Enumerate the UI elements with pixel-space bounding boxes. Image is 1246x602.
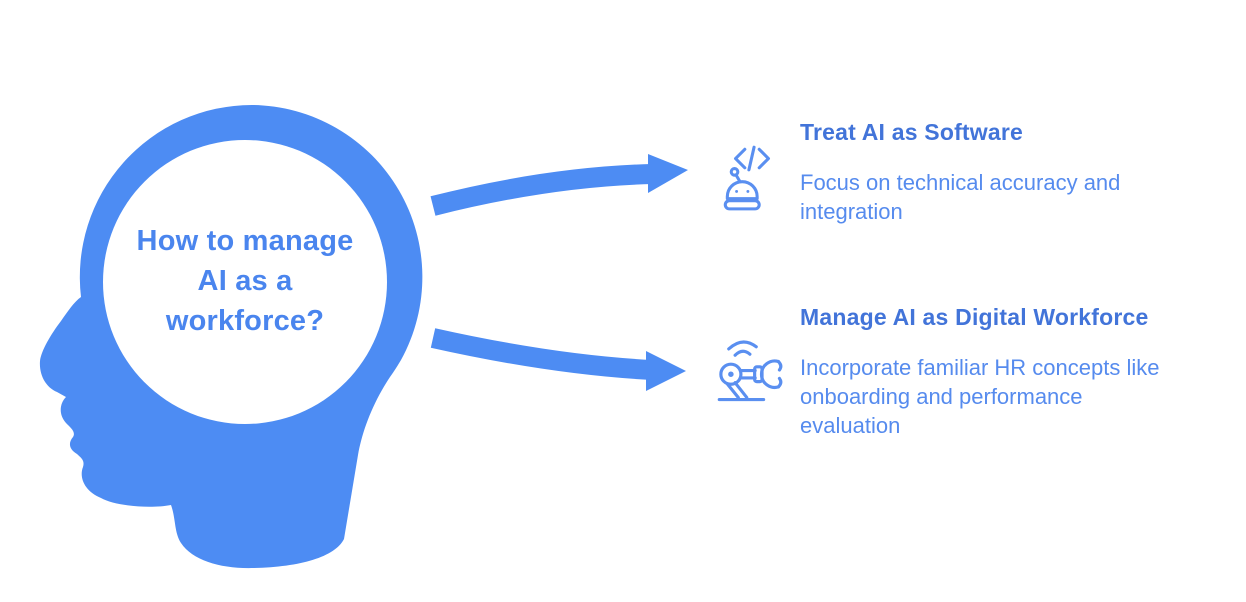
head-question-line: How to manage xyxy=(136,225,354,257)
option-description-line: Incorporate familiar HR concepts like xyxy=(800,355,1160,380)
code-open-bracket xyxy=(734,147,747,170)
robot-antenna-tip xyxy=(729,167,740,177)
arrow-to-workforce xyxy=(430,328,686,391)
code-slash xyxy=(747,145,756,172)
option-description-line: evaluation xyxy=(800,413,901,438)
head-question-line: workforce? xyxy=(165,305,325,337)
robot-code-icon xyxy=(723,145,770,211)
arm-claw xyxy=(759,359,780,389)
head-question-line: AI as a xyxy=(197,265,293,297)
arm-claw-tip-bottom xyxy=(776,376,783,389)
arrow-to-software-head xyxy=(648,154,688,193)
arrow-to-software xyxy=(430,154,688,216)
option-title: Manage AI as Digital Workforce xyxy=(800,304,1149,330)
option-treat-ai-as-software: Treat AI as Software Focus on technical … xyxy=(800,117,1120,226)
option-title: Treat AI as Software xyxy=(800,119,1024,145)
option-description-line: integration xyxy=(800,199,903,224)
arm-support-front xyxy=(733,381,749,400)
arrow-to-workforce-shaft xyxy=(430,328,653,380)
arm-pivot-dot xyxy=(728,371,734,377)
option-description-line: Focus on technical accuracy and xyxy=(800,170,1121,195)
option-description: Focus on technical accuracy and integrat… xyxy=(800,168,1120,226)
robot-antenna-stem xyxy=(734,173,742,183)
option-description-line: onboarding and performance xyxy=(800,384,1083,409)
signal-wave-inner xyxy=(733,349,752,357)
arm-pivot xyxy=(719,362,743,386)
arm-claw-tip-top xyxy=(776,359,783,372)
robot-arm-icon xyxy=(717,340,783,402)
arrow-to-software-shaft xyxy=(430,164,653,216)
robot-head-band xyxy=(723,199,761,211)
robot-eye-right xyxy=(746,189,750,193)
robot-eye-left xyxy=(735,189,739,193)
robot-head-dome xyxy=(725,180,759,201)
arrow-to-workforce-head xyxy=(646,351,686,391)
head-brain-circle xyxy=(103,140,387,424)
signal-wave-outer xyxy=(727,340,758,351)
option-description: Incorporate familiar HR concepts like on… xyxy=(800,353,1159,440)
option-manage-ai-as-digital-workforce: Manage AI as Digital Workforce Incorpora… xyxy=(800,302,1159,440)
code-close-bracket xyxy=(757,147,770,170)
head-question: How to manage AI as a workforce? xyxy=(103,221,387,341)
arm-support-back xyxy=(725,382,740,400)
